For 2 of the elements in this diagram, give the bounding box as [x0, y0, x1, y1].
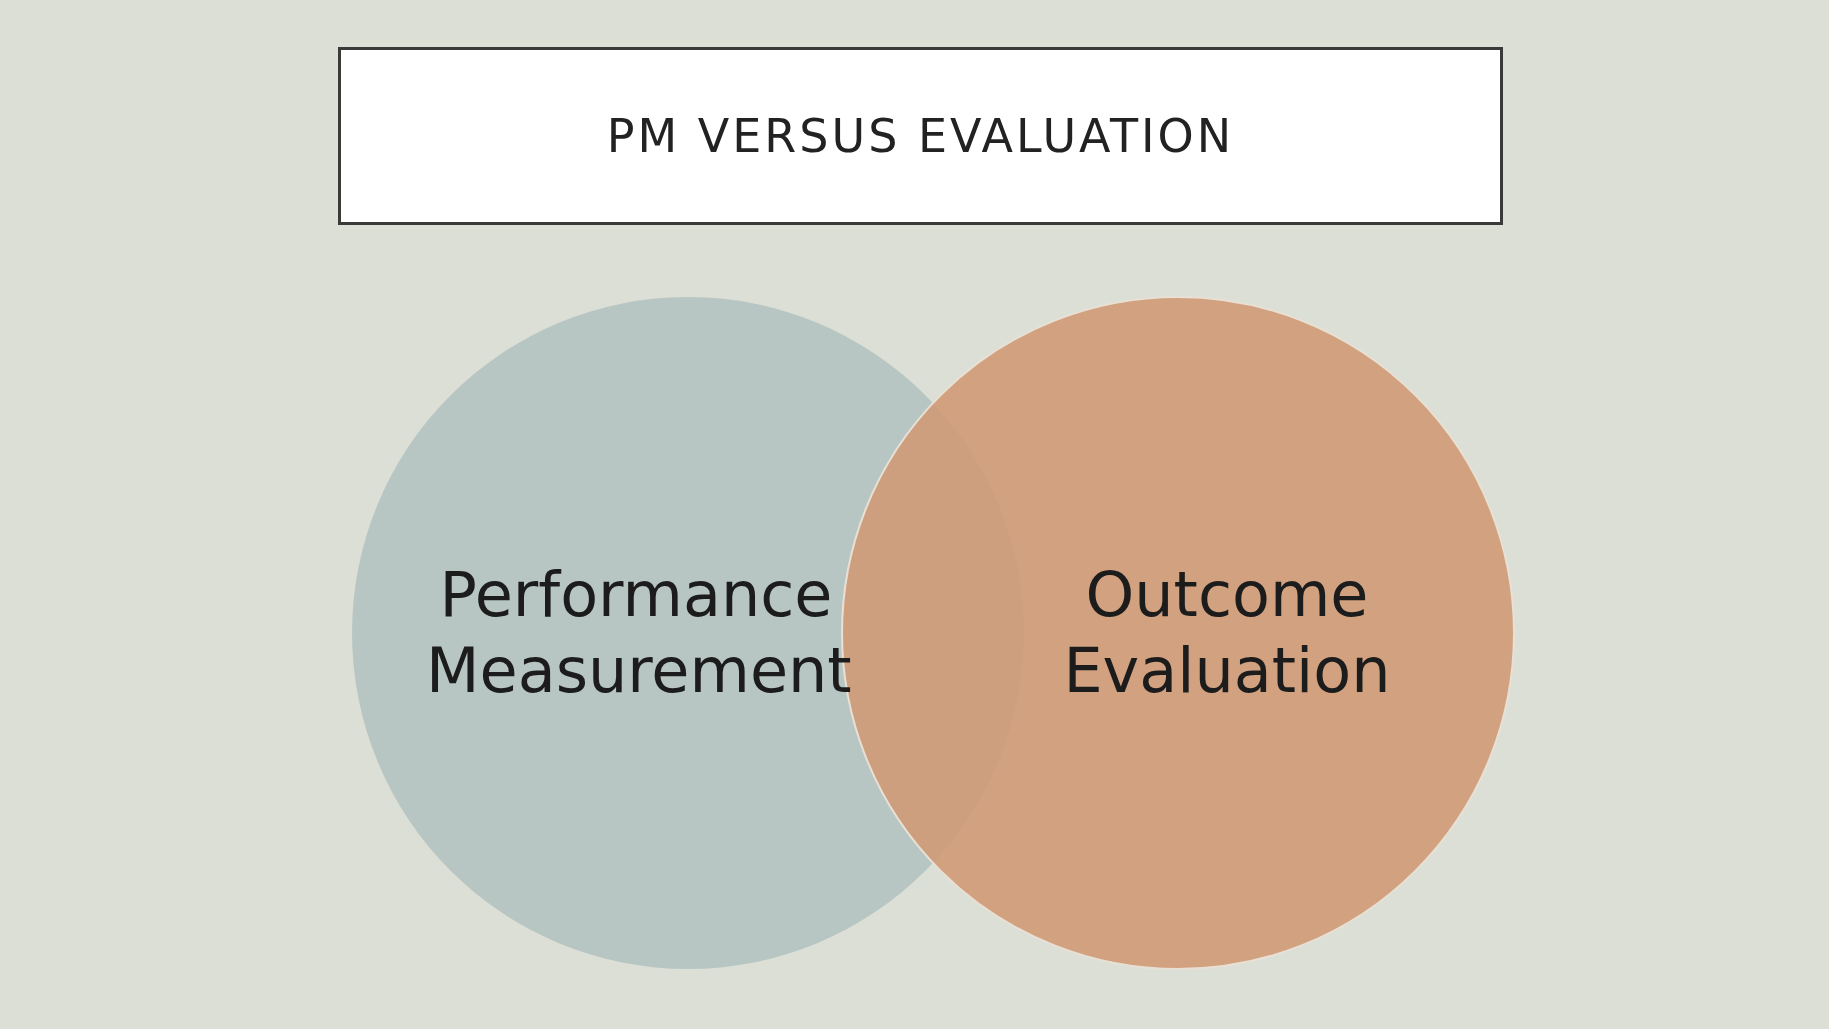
circle-label: Outcome Evaluation — [1062, 557, 1392, 709]
title-banner: PM VERSUS EVALUATION — [338, 47, 1503, 225]
